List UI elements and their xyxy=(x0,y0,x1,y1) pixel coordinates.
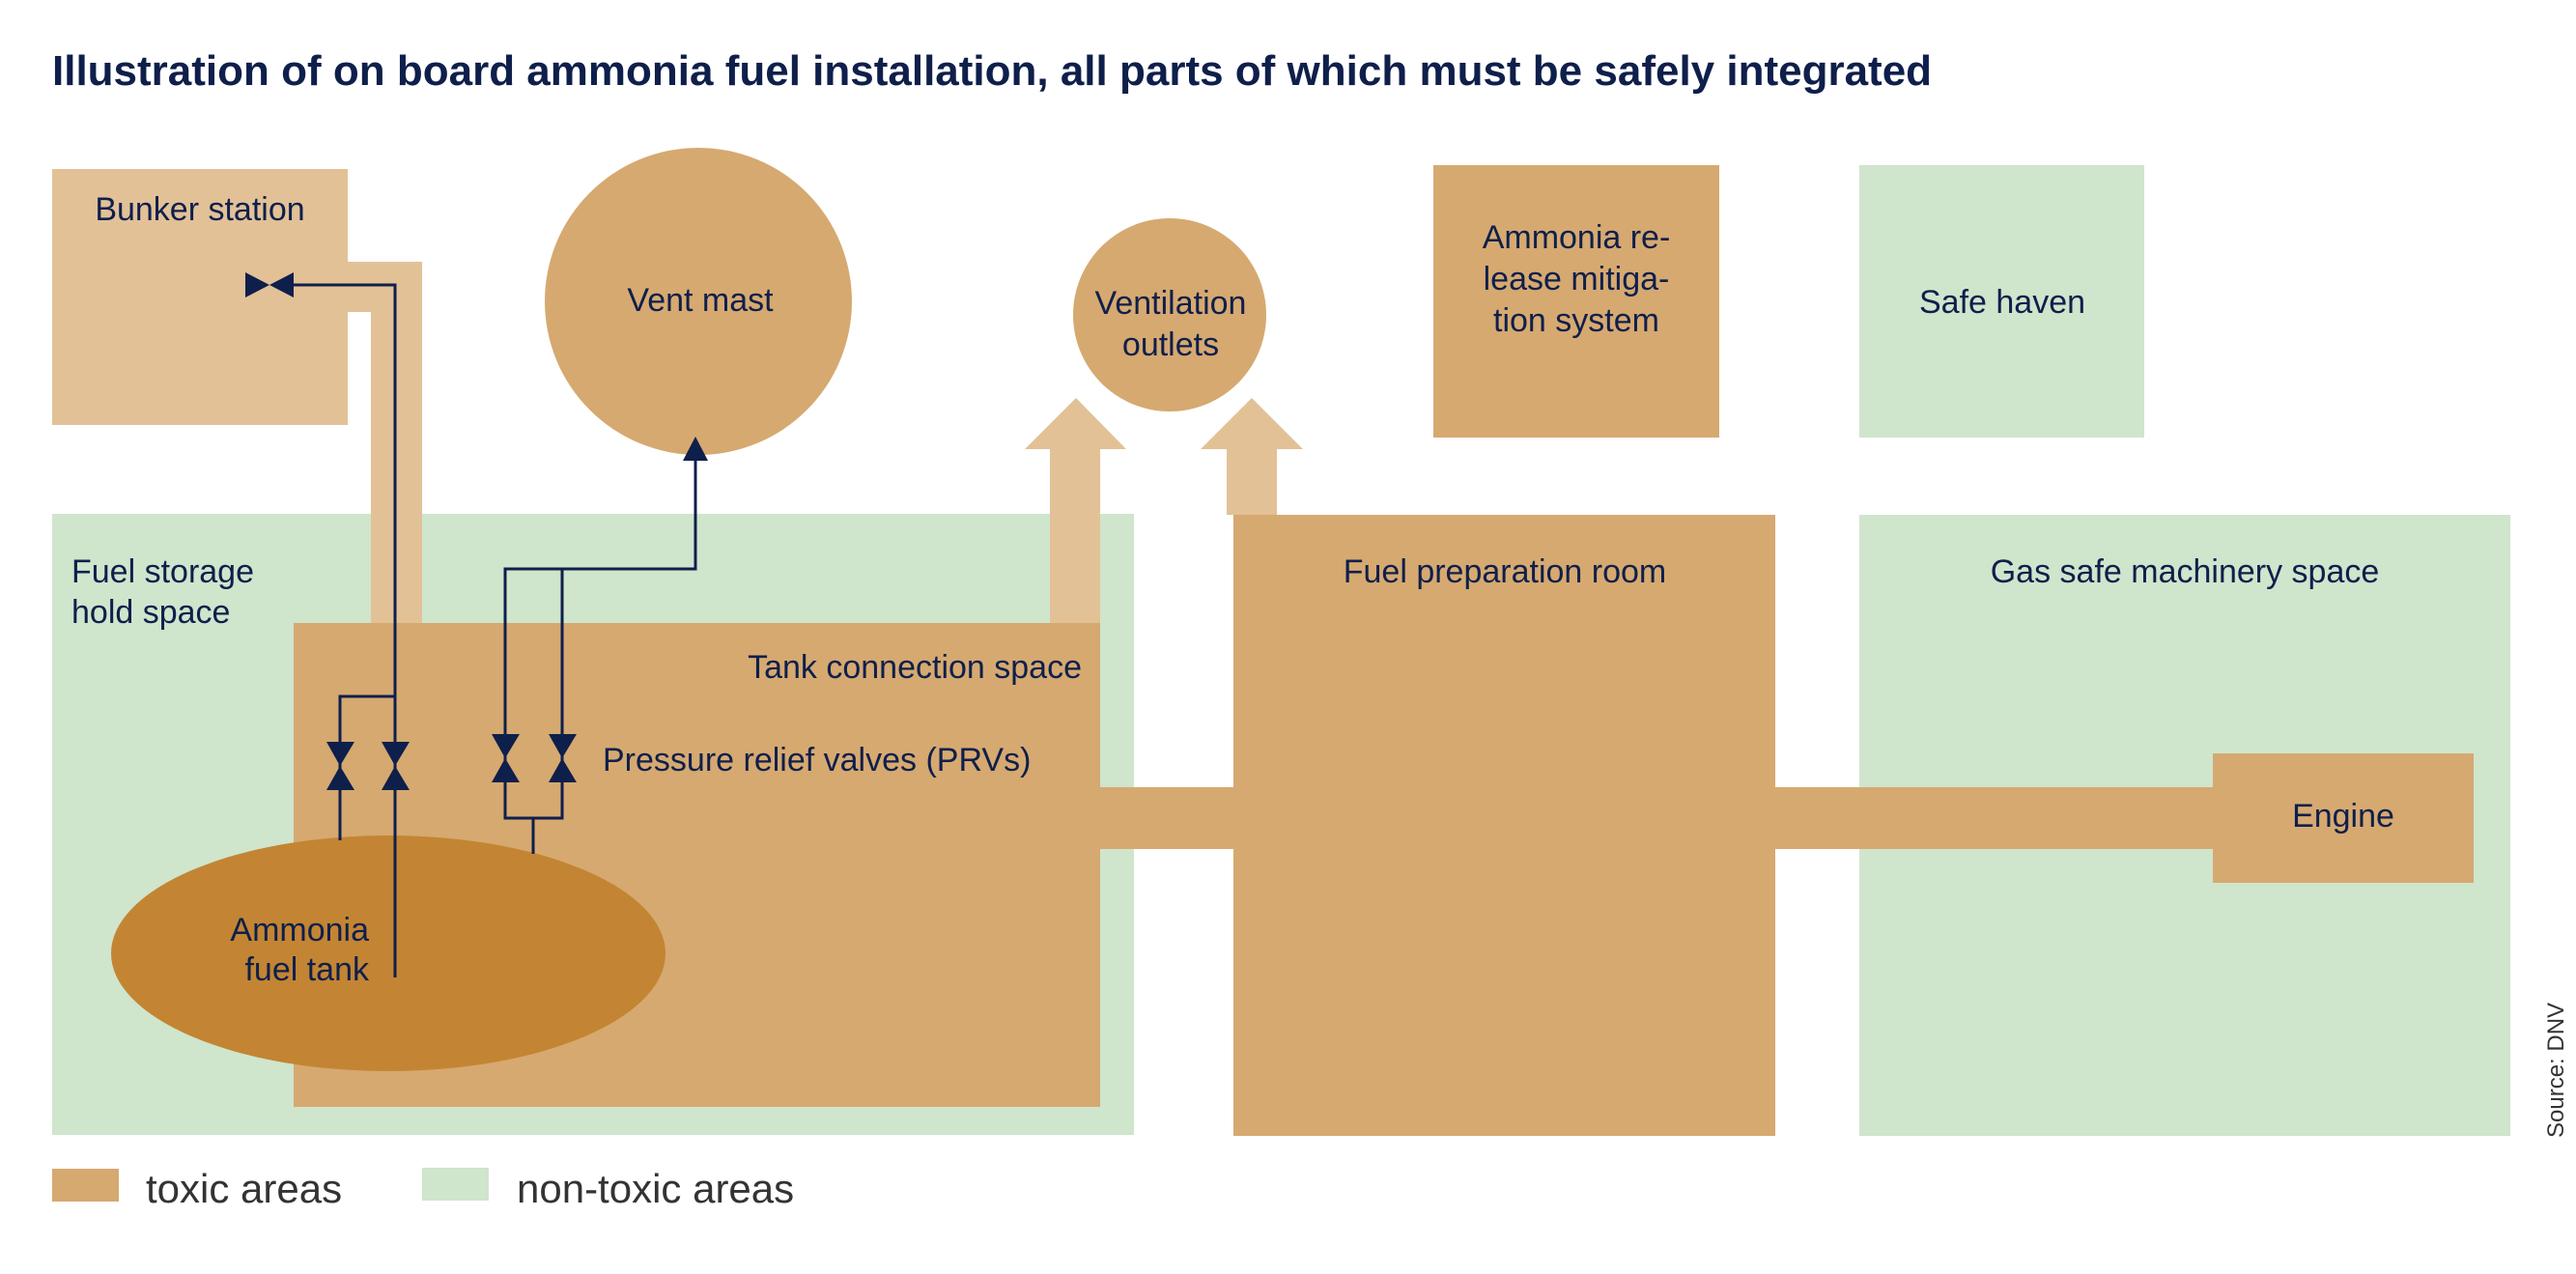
legend-swatch-toxic xyxy=(52,1169,119,1202)
tank-valve-1-icon-top xyxy=(326,742,354,766)
prv-valve-2-icon-bottom xyxy=(549,758,577,782)
ventilation-arrow-left xyxy=(1025,398,1126,623)
legend-swatch-non-toxic xyxy=(422,1168,489,1201)
ventilation-arrow-right xyxy=(1201,398,1303,515)
bunker-valve-icon-left xyxy=(245,272,269,297)
prv-label: Pressure relief valves (PRVs) xyxy=(603,742,1031,779)
ammonia-release-label-line2: lease mitiga- xyxy=(1484,261,1670,297)
ammonia-release-mitigation-box xyxy=(1433,165,1719,438)
gas-safe-machinery-space: Gas safe machinery space xyxy=(1859,515,2510,1136)
prv-valve-2-icon-top xyxy=(549,734,577,758)
fuel-pipe-into-machinery xyxy=(1859,787,2217,849)
fuel-preparation-room: Fuel preparation room xyxy=(1233,515,1775,1136)
fuel-preparation-box xyxy=(1233,515,1775,1136)
bunker-station: Bunker station xyxy=(52,169,348,425)
bunker-station-box xyxy=(52,169,348,425)
ammonia-release-label-line1: Ammonia re- xyxy=(1483,219,1671,256)
fuel-tank-label-line2: fuel tank xyxy=(244,951,370,988)
ventilation-outlets: Ventilation outlets xyxy=(1073,218,1266,411)
engine-label: Engine xyxy=(2292,798,2394,835)
prv-valve-1-icon-bottom xyxy=(492,758,520,782)
legend-label-non-toxic: non-toxic areas xyxy=(517,1166,794,1211)
engine-box xyxy=(2213,753,2474,883)
tank-valve-2-icon-bottom xyxy=(382,766,410,790)
engine: Engine xyxy=(2213,753,2474,883)
ventilation-outlets-label-line1: Ventilation xyxy=(1095,285,1247,322)
tank-connection-label: Tank connection space xyxy=(748,649,1082,686)
tank-valve-1-icon-bottom xyxy=(326,766,354,790)
fuel-preparation-label: Fuel preparation room xyxy=(1344,553,1667,590)
fuel-pipe-tcs-to-prep xyxy=(1100,787,1235,849)
ammonia-fuel-tank-ellipse xyxy=(111,835,665,1071)
safe-haven-label: Safe haven xyxy=(1919,284,2085,321)
prv-valve-1-icon-top xyxy=(492,734,520,758)
safe-haven: Safe haven xyxy=(1859,165,2144,438)
tank-valve-2-icon-top xyxy=(382,742,410,766)
fuel-storage-label-line1: Fuel storage xyxy=(71,553,254,590)
ammonia-release-mitigation-system: Ammonia re- lease mitiga- tion system xyxy=(1433,165,1719,438)
ventilation-outlets-label-line2: outlets xyxy=(1122,326,1219,363)
vent-mast-circle xyxy=(545,148,852,455)
bunker-piping xyxy=(245,272,410,977)
legend-item-non-toxic: non-toxic areas xyxy=(422,1166,794,1211)
diagram-title: Illustration of on board ammonia fuel in… xyxy=(52,47,1932,95)
legend-label-toxic: toxic areas xyxy=(146,1166,342,1211)
vent-mast-arrow-icon xyxy=(683,437,708,461)
ammonia-release-label-line3: tion system xyxy=(1493,302,1659,339)
ammonia-fuel-tank: Ammonia fuel tank xyxy=(111,835,665,1071)
bunker-branch-line xyxy=(338,694,395,840)
fuel-tank-label-line1: Ammonia xyxy=(230,912,369,948)
safe-haven-box xyxy=(1859,165,2144,438)
source-note: Source: DNV xyxy=(2543,1003,2569,1138)
legend: toxic areas non-toxic areas xyxy=(52,1166,794,1211)
gas-safe-machinery-label: Gas safe machinery space xyxy=(1991,553,2380,590)
legend-item-toxic: toxic areas xyxy=(52,1166,342,1211)
fuel-storage-label-line2: hold space xyxy=(71,594,230,631)
bunker-valve-icon-right xyxy=(269,272,294,297)
gas-safe-machinery-box xyxy=(1859,515,2510,1136)
vent-mast-label: Vent mast xyxy=(627,282,774,319)
prv-piping: Pressure relief valves (PRVs) xyxy=(492,437,1031,854)
bunker-station-label: Bunker station xyxy=(95,191,304,228)
vent-mast: Vent mast xyxy=(545,148,852,455)
ventilation-outlets-circle xyxy=(1073,218,1266,411)
